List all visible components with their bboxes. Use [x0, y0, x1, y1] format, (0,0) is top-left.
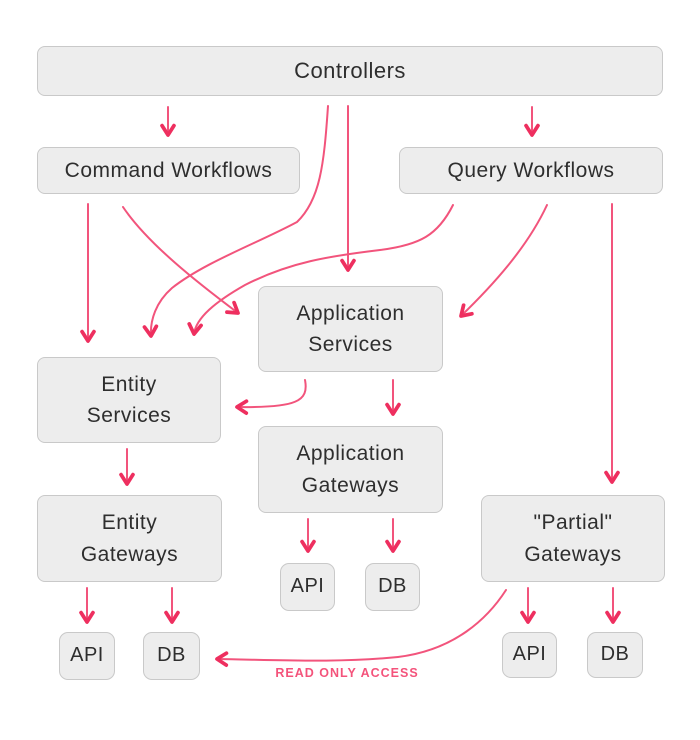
edge-query-workflows-entity-services	[187, 204, 454, 336]
node-application-gateways: Application Gateways	[258, 426, 443, 513]
node-partial-gateways: "Partial" Gateways	[481, 495, 665, 582]
node-query-workflows: Query Workflows	[399, 147, 663, 194]
node-partial-db: DB	[587, 632, 643, 678]
node-controllers: Controllers	[37, 46, 663, 96]
node-command-workflows: Command Workflows	[37, 147, 300, 194]
node-partial-api: API	[502, 632, 557, 678]
edge-controllers-entity-services	[142, 105, 329, 338]
node-entity-services: Entity Services	[37, 357, 221, 443]
node-entity-api: API	[59, 632, 115, 680]
node-application-db: DB	[365, 563, 420, 611]
read-only-access-label: READ ONLY ACCESS	[275, 666, 419, 680]
edge-partial-gateways-entity-db-read-only	[215, 589, 507, 667]
edge-command-workflows-application-services	[122, 206, 240, 315]
node-entity-gateways: Entity Gateways	[37, 495, 222, 582]
edge-application-services-entity-services	[235, 379, 307, 415]
edge-query-workflows-application-services	[459, 204, 548, 318]
node-entity-db: DB	[143, 632, 200, 680]
node-application-services: Application Services	[258, 286, 443, 372]
node-application-api: API	[280, 563, 335, 611]
